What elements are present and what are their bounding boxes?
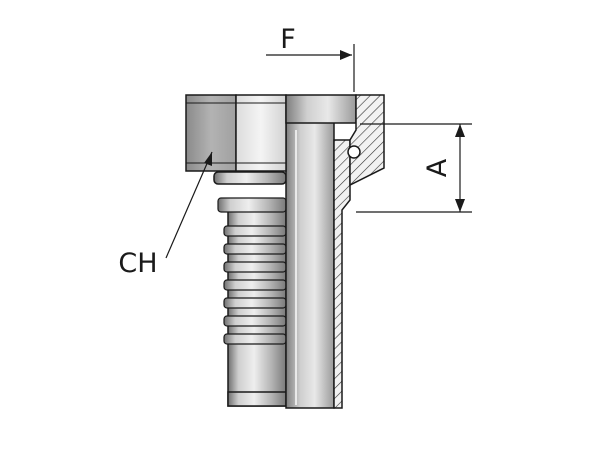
dimension-f-label: F — [280, 24, 296, 55]
sectioned-wall — [333, 139, 351, 409]
dimension-a-label: A — [422, 158, 453, 177]
hex-size-callout: CH — [118, 151, 213, 279]
dimension-f: F — [266, 24, 355, 92]
dimension-a: A — [356, 123, 472, 213]
hose-tail-body — [213, 171, 287, 407]
hex-nut — [185, 94, 385, 187]
hex-size-label: CH — [118, 248, 157, 279]
bore-section — [285, 119, 335, 409]
lock-ball-icon — [347, 145, 361, 159]
